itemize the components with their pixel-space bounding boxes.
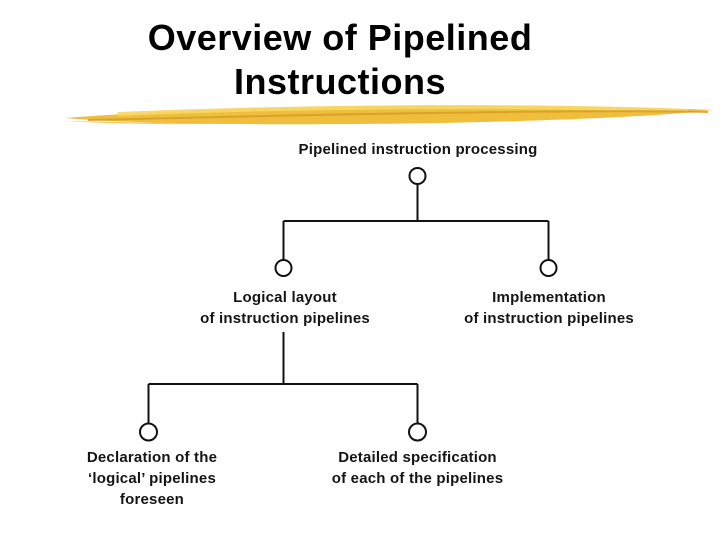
declaration-node-circle bbox=[139, 422, 158, 442]
node-label-line: Logical layout bbox=[233, 289, 337, 306]
node-label-detailed-spec: Detailed specification of each of the pi… bbox=[295, 447, 540, 489]
node-label-line: Implementation bbox=[492, 289, 606, 306]
title-line-1: Overview of Pipelined bbox=[147, 17, 533, 58]
detailed-spec-node-circle bbox=[408, 422, 427, 442]
node-label-line: of instruction pipelines bbox=[464, 310, 634, 327]
node-label-line: Declaration of the bbox=[86, 449, 218, 466]
brush-stroke-dark-streak bbox=[87, 110, 709, 121]
node-label-line: foreseen bbox=[119, 491, 185, 508]
brush-stroke-tail bbox=[65, 121, 298, 125]
node-label-root-line: Pipelined instruction processing bbox=[298, 141, 538, 158]
implementation-node-circle bbox=[539, 259, 558, 277]
node-label-line: of instruction pipelines bbox=[200, 310, 370, 327]
node-label-root: Pipelined instruction processing bbox=[258, 139, 578, 160]
tree-connectors bbox=[139, 167, 558, 442]
node-label-line: ‘logical’ pipelines bbox=[87, 470, 216, 487]
node-label-declaration: Declaration of the ‘logical’ pipelines f… bbox=[42, 447, 262, 510]
node-label-line: of each of the pipelines bbox=[331, 470, 504, 487]
slide-title: Overview of Pipelined Instructions bbox=[40, 16, 640, 104]
node-label-implementation: Implementation of instruction pipelines bbox=[438, 287, 660, 329]
title-line-2: Instructions bbox=[233, 61, 446, 102]
brush-stroke-underline bbox=[65, 105, 713, 125]
root-node-circle bbox=[408, 167, 427, 185]
logical-layout-node-circle bbox=[274, 259, 293, 277]
node-label-line: Detailed specification bbox=[338, 449, 497, 466]
node-label-logical-layout: Logical layout of instruction pipelines bbox=[175, 287, 395, 329]
brush-stroke-highlight bbox=[117, 105, 689, 116]
